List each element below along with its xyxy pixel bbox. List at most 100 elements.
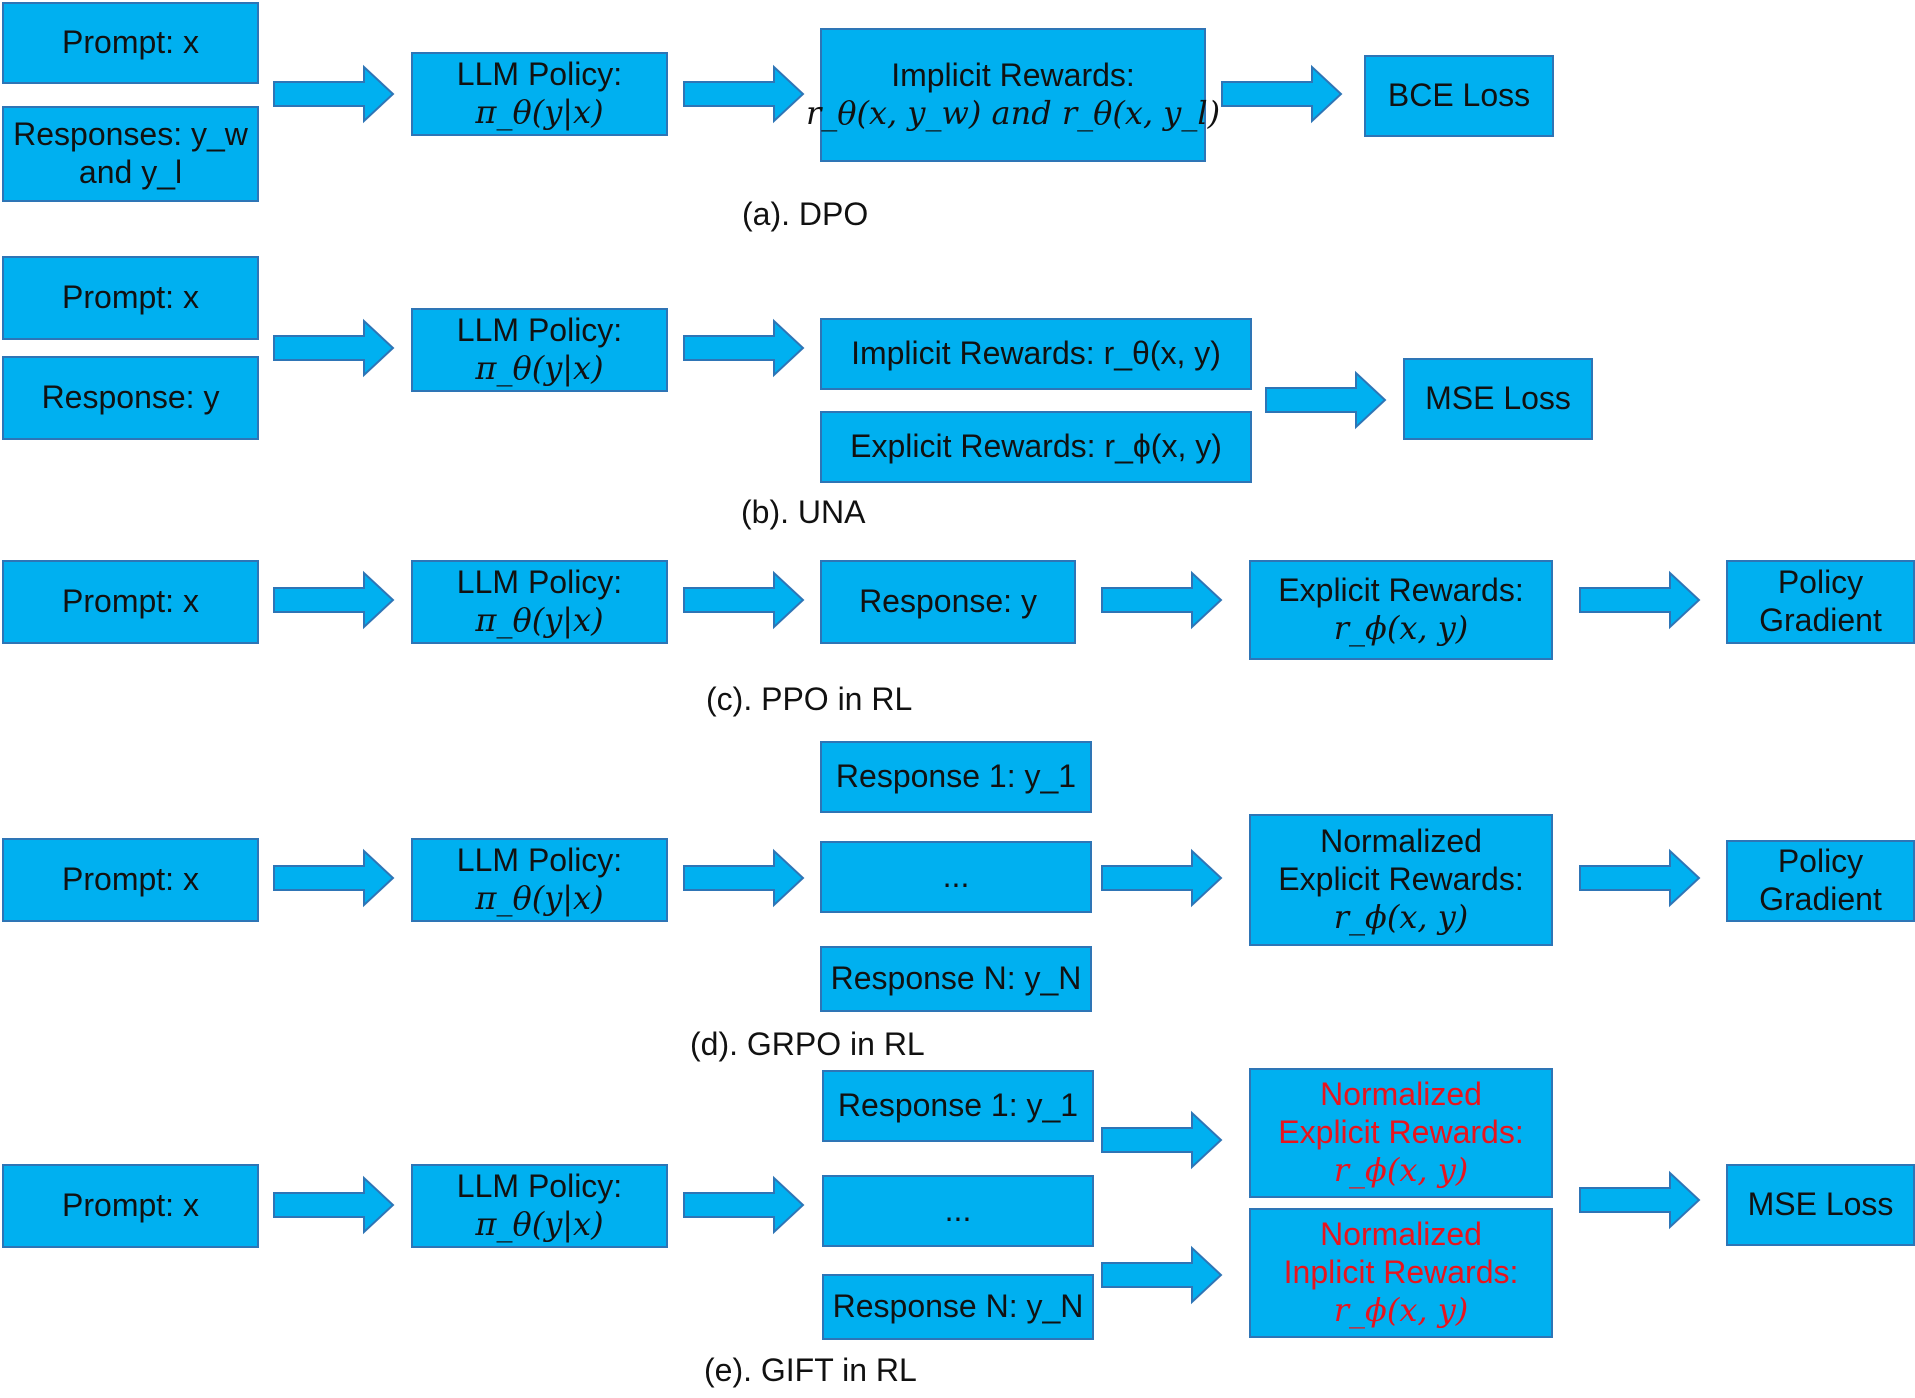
ppo-arrow-4 [1578, 570, 1702, 630]
una-loss-label: MSE Loss [1425, 380, 1571, 417]
grpo-policy-box: LLM Policy: π_θ(y|x) [411, 838, 668, 922]
ppo-rewards-formula: r_ϕ(x, y) [1333, 609, 1469, 647]
una-arrow-3 [1264, 370, 1388, 430]
gift-policy-line-1: LLM Policy: [456, 1168, 623, 1205]
una-explicit-label: Explicit Rewards: r_ϕ(x, y) [850, 428, 1222, 465]
ppo-arrow-2 [682, 570, 806, 630]
dpo-bce-loss-box: BCE Loss [1364, 55, 1554, 137]
gift-implicit-line-1: Normalized [1320, 1216, 1482, 1253]
gift-arrow-1 [272, 1175, 396, 1235]
una-policy-box: LLM Policy: π_θ(y|x) [411, 308, 668, 392]
grpo-rewards-formula: r_ϕ(x, y) [1333, 897, 1469, 936]
grpo-ellipsis-label: ... [942, 858, 970, 895]
grpo-arrow-3 [1100, 848, 1224, 908]
grpo-rewards-line-1: Normalized [1320, 823, 1482, 860]
gift-normalized-implicit-box: Normalized Inplicit Rewards: r_ϕ(x, y) [1249, 1208, 1553, 1338]
una-response-box: Response: y [2, 356, 259, 440]
ppo-response-label: Response: y [859, 583, 1037, 620]
dpo-responses-line-1: Responses: y_w [13, 116, 248, 153]
una-policy-formula: π_θ(y|x) [475, 349, 604, 387]
gift-explicit-line-1: Normalized [1320, 1076, 1482, 1113]
una-arrow-1 [272, 318, 396, 378]
dpo-arrow-1 [272, 64, 396, 124]
ppo-caption: (c). PPO in RL [706, 681, 913, 717]
gift-ellipsis-label: ... [944, 1192, 972, 1229]
ppo-arrow-3 [1100, 570, 1224, 630]
grpo-response-1-label: Response 1: y_1 [835, 758, 1077, 795]
ppo-policy-gradient-box: Policy Gradient [1726, 560, 1915, 644]
grpo-arrow-1 [272, 848, 396, 908]
gift-response-n-label: Response N: y_N [832, 1288, 1084, 1325]
gift-implicit-line-2: Inplicit Rewards: [1283, 1254, 1519, 1291]
gift-policy-box: LLM Policy: π_θ(y|x) [411, 1164, 668, 1248]
dpo-caption: (a). DPO [742, 196, 869, 232]
gift-response-1-box: Response 1: y_1 [822, 1070, 1094, 1142]
gift-arrow-2 [682, 1175, 806, 1235]
dpo-rewards-formula: r_θ(x, y_w) and r_θ(x, y_l) [805, 94, 1221, 132]
grpo-arrow-4 [1578, 848, 1702, 908]
grpo-policy-formula: π_θ(y|x) [475, 879, 604, 917]
gift-explicit-formula: r_ϕ(x, y) [1333, 1150, 1469, 1189]
ppo-response-box: Response: y [820, 560, 1076, 644]
gift-normalized-explicit-box: Normalized Explicit Rewards: r_ϕ(x, y) [1249, 1068, 1553, 1198]
gift-arrow-3a [1100, 1110, 1224, 1170]
ppo-policy-box: LLM Policy: π_θ(y|x) [411, 560, 668, 644]
gift-loss-label: MSE Loss [1747, 1186, 1894, 1223]
una-caption: (b). UNA [741, 494, 866, 530]
una-arrow-2 [682, 318, 806, 378]
ppo-policy-line-1: LLM Policy: [456, 564, 623, 601]
una-mse-loss-box: MSE Loss [1403, 358, 1593, 440]
grpo-arrow-2 [682, 848, 806, 908]
gift-mse-loss-box: MSE Loss [1726, 1164, 1915, 1246]
grpo-caption: (d). GRPO in RL [690, 1026, 925, 1062]
grpo-response-n-box: Response N: y_N [820, 946, 1092, 1012]
dpo-policy-box: LLM Policy: π_θ(y|x) [411, 52, 668, 136]
ppo-prompt-box: Prompt: x [2, 560, 259, 644]
gift-caption: (e). GIFT in RL [704, 1352, 917, 1388]
grpo-rewards-line-2: Explicit Rewards: [1278, 861, 1524, 898]
gift-prompt-box: Prompt: x [2, 1164, 259, 1248]
gift-response-1-label: Response 1: y_1 [837, 1087, 1079, 1124]
gift-policy-formula: π_θ(y|x) [475, 1205, 604, 1243]
una-explicit-rewards-box: Explicit Rewards: r_ϕ(x, y) [820, 411, 1252, 483]
dpo-arrow-2 [682, 64, 806, 124]
dpo-responses-line-2: and y_l [78, 154, 183, 190]
ppo-gradient-line-1: Policy [1777, 564, 1864, 601]
grpo-gradient-line-2: Gradient [1759, 881, 1882, 917]
dpo-responses-box: Responses: y_w and y_l [2, 106, 259, 202]
una-implicit-label: Implicit Rewards: r_θ(x, y) [851, 335, 1221, 372]
una-prompt-label: Prompt: x [62, 279, 199, 316]
ppo-policy-formula: π_θ(y|x) [475, 601, 604, 639]
grpo-response-1-box: Response 1: y_1 [820, 741, 1092, 813]
grpo-ellipsis-box: ... [820, 841, 1092, 913]
dpo-arrow-3 [1220, 64, 1344, 124]
gift-response-n-box: Response N: y_N [822, 1274, 1094, 1340]
grpo-prompt-label: Prompt: x [62, 861, 199, 898]
gift-prompt-label: Prompt: x [62, 1187, 199, 1224]
ppo-explicit-rewards-box: Explicit Rewards: r_ϕ(x, y) [1249, 560, 1553, 660]
dpo-policy-line-1: LLM Policy: [456, 56, 623, 93]
grpo-gradient-line-1: Policy [1777, 843, 1864, 880]
dpo-prompt-label: Prompt: x [62, 24, 199, 61]
una-implicit-rewards-box: Implicit Rewards: r_θ(x, y) [820, 318, 1252, 390]
gift-implicit-formula: r_ϕ(x, y) [1333, 1290, 1469, 1329]
grpo-policy-gradient-box: Policy Gradient [1726, 840, 1915, 922]
dpo-loss-label: BCE Loss [1387, 77, 1531, 114]
gift-ellipsis-box: ... [822, 1175, 1094, 1247]
dpo-prompt-box: Prompt: x [2, 2, 259, 84]
gift-arrow-4 [1578, 1170, 1702, 1230]
dpo-policy-formula: π_θ(y|x) [475, 93, 604, 131]
ppo-rewards-line-1: Explicit Rewards: [1278, 572, 1524, 609]
grpo-response-n-label: Response N: y_N [830, 960, 1082, 997]
grpo-prompt-box: Prompt: x [2, 838, 259, 922]
ppo-prompt-label: Prompt: x [62, 583, 199, 620]
grpo-normalized-rewards-box: Normalized Explicit Rewards: r_ϕ(x, y) [1249, 814, 1553, 946]
dpo-rewards-line-1: Implicit Rewards: [891, 57, 1135, 94]
grpo-policy-line-1: LLM Policy: [456, 842, 623, 879]
ppo-gradient-line-2: Gradient [1759, 602, 1882, 638]
una-prompt-box: Prompt: x [2, 256, 259, 340]
una-response-label: Response: y [41, 379, 220, 416]
gift-arrow-3b [1100, 1245, 1224, 1305]
ppo-arrow-1 [272, 570, 396, 630]
